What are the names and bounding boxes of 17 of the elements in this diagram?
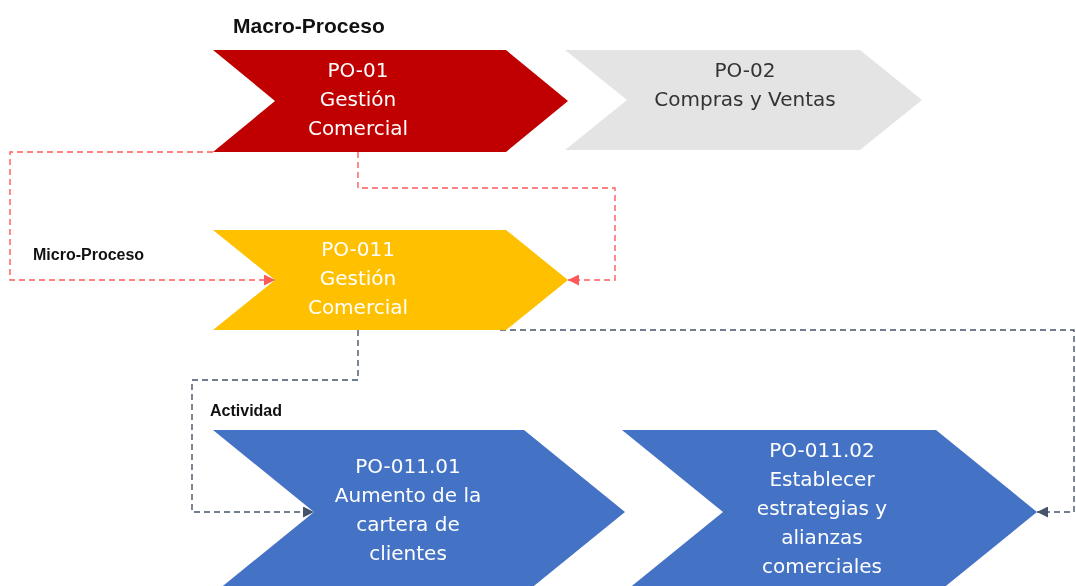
level-label: Actividad	[210, 402, 282, 420]
process-code: PO-011.02	[769, 437, 875, 464]
process-code: PO-011.01	[355, 453, 461, 480]
process-code: PO-01	[327, 57, 389, 84]
level-label: Micro-Proceso	[33, 246, 145, 264]
process-code: PO-02	[714, 57, 776, 84]
dashed-connector	[357, 151, 616, 286]
process-name: Gestión Comercial	[306, 265, 410, 321]
process-name: Aumento de la cartera de clientes	[333, 482, 483, 567]
level-label: Macro-Proceso	[233, 14, 385, 38]
process-name: Establecer estrategias y alianzas comerciales	[755, 466, 889, 580]
dashed-connector	[499, 329, 1075, 518]
process-name: Gestión Comercial	[306, 86, 410, 142]
process-code: PO-011	[321, 236, 395, 263]
dashed-connector	[9, 151, 276, 286]
dashed-connector	[191, 329, 359, 518]
process-name: Compras y Ventas	[654, 86, 836, 113]
